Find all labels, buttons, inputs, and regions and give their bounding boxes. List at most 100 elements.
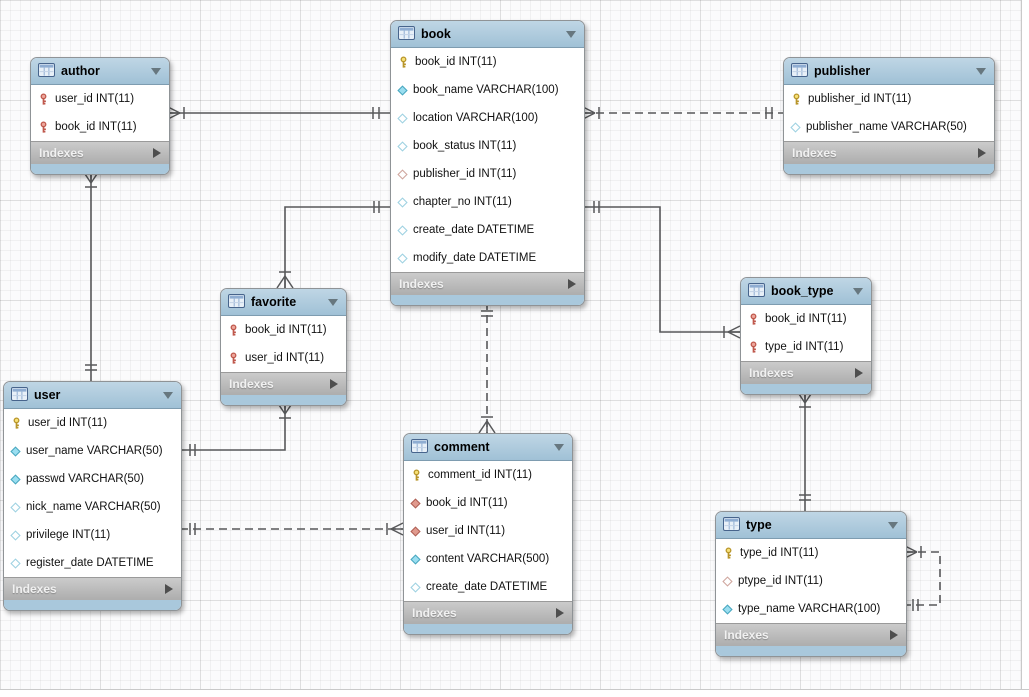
column-user_name[interactable]: user_name VARCHAR(50): [4, 437, 181, 465]
table-header[interactable]: type: [716, 512, 906, 539]
indexes-footer[interactable]: Indexes: [404, 601, 572, 624]
column-comment_id[interactable]: comment_id INT(11): [404, 461, 572, 489]
expand-indexes-icon[interactable]: [978, 148, 986, 158]
column-definition: location VARCHAR(100): [413, 112, 539, 124]
relationship-book-favorite[interactable]: [276, 201, 390, 289]
table-icon: [791, 62, 808, 80]
collapse-arrow-icon[interactable]: [151, 67, 161, 75]
column-definition: type_id INT(11): [740, 547, 819, 559]
table-author[interactable]: author user_id INT(11) book_id INT(11) Inde…: [30, 57, 170, 175]
table-icon: [748, 282, 765, 300]
column-type_id[interactable]: type_id INT(11): [716, 539, 906, 567]
table-header[interactable]: book: [391, 21, 584, 48]
table-book[interactable]: book book_id INT(11) book_name VARCHAR(100…: [390, 20, 585, 306]
collapse-arrow-icon[interactable]: [976, 67, 986, 75]
table-icon: [38, 62, 55, 80]
expand-indexes-icon[interactable]: [556, 608, 564, 618]
relationship-user-favorite[interactable]: [180, 401, 294, 456]
relationship-type-self[interactable]: [904, 545, 941, 611]
column-book_id[interactable]: book_id INT(11): [404, 489, 572, 517]
column-privilege[interactable]: privilege INT(11): [4, 521, 181, 549]
column-ptype_id[interactable]: ptype_id INT(11): [716, 567, 906, 595]
indexes-footer[interactable]: Indexes: [221, 372, 346, 395]
collapse-arrow-icon[interactable]: [328, 298, 338, 306]
column-create_date[interactable]: create_date DATETIME: [404, 573, 572, 601]
notnull-icon: [410, 553, 421, 565]
column-passwd[interactable]: passwd VARCHAR(50): [4, 465, 181, 493]
collapse-arrow-icon[interactable]: [888, 521, 898, 529]
collapse-arrow-icon[interactable]: [554, 443, 564, 451]
column-book_id[interactable]: book_id INT(11): [221, 316, 346, 344]
table-type[interactable]: type type_id INT(11) ptype_id INT(11) type_…: [715, 511, 907, 657]
relationship-book-booktype[interactable]: [583, 201, 741, 339]
column-user_id[interactable]: user_id INT(11): [404, 517, 572, 545]
notnull-icon: [722, 603, 733, 615]
foreign-nullable-icon: [397, 168, 408, 180]
indexes-footer[interactable]: Indexes: [391, 272, 584, 295]
table-header[interactable]: favorite: [221, 289, 346, 316]
indexes-footer[interactable]: Indexes: [4, 577, 181, 600]
column-register_date[interactable]: register_date DATETIME: [4, 549, 181, 577]
column-content[interactable]: content VARCHAR(500): [404, 545, 572, 573]
column-definition: user_id INT(11): [55, 93, 135, 105]
column-user_id[interactable]: user_id INT(11): [221, 344, 346, 372]
table-header[interactable]: author: [31, 58, 169, 85]
indexes-footer[interactable]: Indexes: [741, 361, 871, 384]
table-header[interactable]: comment: [404, 434, 572, 461]
column-definition: type_name VARCHAR(100): [738, 603, 881, 615]
column-publisher_id[interactable]: publisher_id INT(11): [391, 160, 584, 188]
expand-indexes-icon[interactable]: [855, 368, 863, 378]
relationship-author-user[interactable]: [82, 170, 100, 381]
column-definition: modify_date DATETIME: [413, 252, 537, 264]
expand-indexes-icon[interactable]: [568, 279, 576, 289]
expand-indexes-icon[interactable]: [890, 630, 898, 640]
indexes-footer[interactable]: Indexes: [716, 623, 906, 646]
column-book_id[interactable]: book_id INT(11): [391, 48, 584, 76]
column-book_status[interactable]: book_status INT(11): [391, 132, 584, 160]
column-modify_date[interactable]: modify_date DATETIME: [391, 244, 584, 272]
column-list: user_id INT(11)user_name VARCHAR(50) pass…: [4, 409, 181, 577]
indexes-footer[interactable]: Indexes: [31, 141, 169, 164]
column-definition: book_id INT(11): [415, 56, 497, 68]
expand-indexes-icon[interactable]: [165, 584, 173, 594]
column-publisher_id[interactable]: publisher_id INT(11): [784, 85, 994, 113]
relationship-book-publisher[interactable]: [582, 106, 783, 120]
column-user_id[interactable]: user_id INT(11): [31, 85, 169, 113]
column-type_id[interactable]: type_id INT(11): [741, 333, 871, 361]
indexes-label: Indexes: [12, 582, 57, 596]
relationship-booktype-type[interactable]: [796, 390, 814, 511]
relationship-author-book[interactable]: [167, 106, 390, 120]
expand-indexes-icon[interactable]: [330, 379, 338, 389]
table-header[interactable]: publisher: [784, 58, 994, 85]
collapse-arrow-icon[interactable]: [566, 30, 576, 38]
column-user_id[interactable]: user_id INT(11): [4, 409, 181, 437]
collapse-arrow-icon[interactable]: [163, 391, 173, 399]
column-nick_name[interactable]: nick_name VARCHAR(50): [4, 493, 181, 521]
column-definition: type_id INT(11): [765, 341, 844, 353]
relationship-user-comment[interactable]: [180, 522, 404, 536]
table-header[interactable]: book_type: [741, 278, 871, 305]
column-chapter_no[interactable]: chapter_no INT(11): [391, 188, 584, 216]
column-type_name[interactable]: type_name VARCHAR(100): [716, 595, 906, 623]
column-book_name[interactable]: book_name VARCHAR(100): [391, 76, 584, 104]
expand-indexes-icon[interactable]: [153, 148, 161, 158]
table-header[interactable]: user: [4, 382, 181, 409]
column-create_date[interactable]: create_date DATETIME: [391, 216, 584, 244]
column-book_id[interactable]: book_id INT(11): [31, 113, 169, 141]
column-definition: book_id INT(11): [55, 121, 137, 133]
collapse-arrow-icon[interactable]: [853, 287, 863, 295]
column-definition: register_date DATETIME: [26, 557, 154, 569]
indexes-footer[interactable]: Indexes: [784, 141, 994, 164]
relationship-book-comment[interactable]: [478, 302, 496, 434]
table-title: book: [421, 27, 451, 41]
column-publisher_name[interactable]: publisher_name VARCHAR(50): [784, 113, 994, 141]
column-definition: passwd VARCHAR(50): [26, 473, 145, 485]
column-book_id[interactable]: book_id INT(11): [741, 305, 871, 333]
column-location[interactable]: location VARCHAR(100): [391, 104, 584, 132]
